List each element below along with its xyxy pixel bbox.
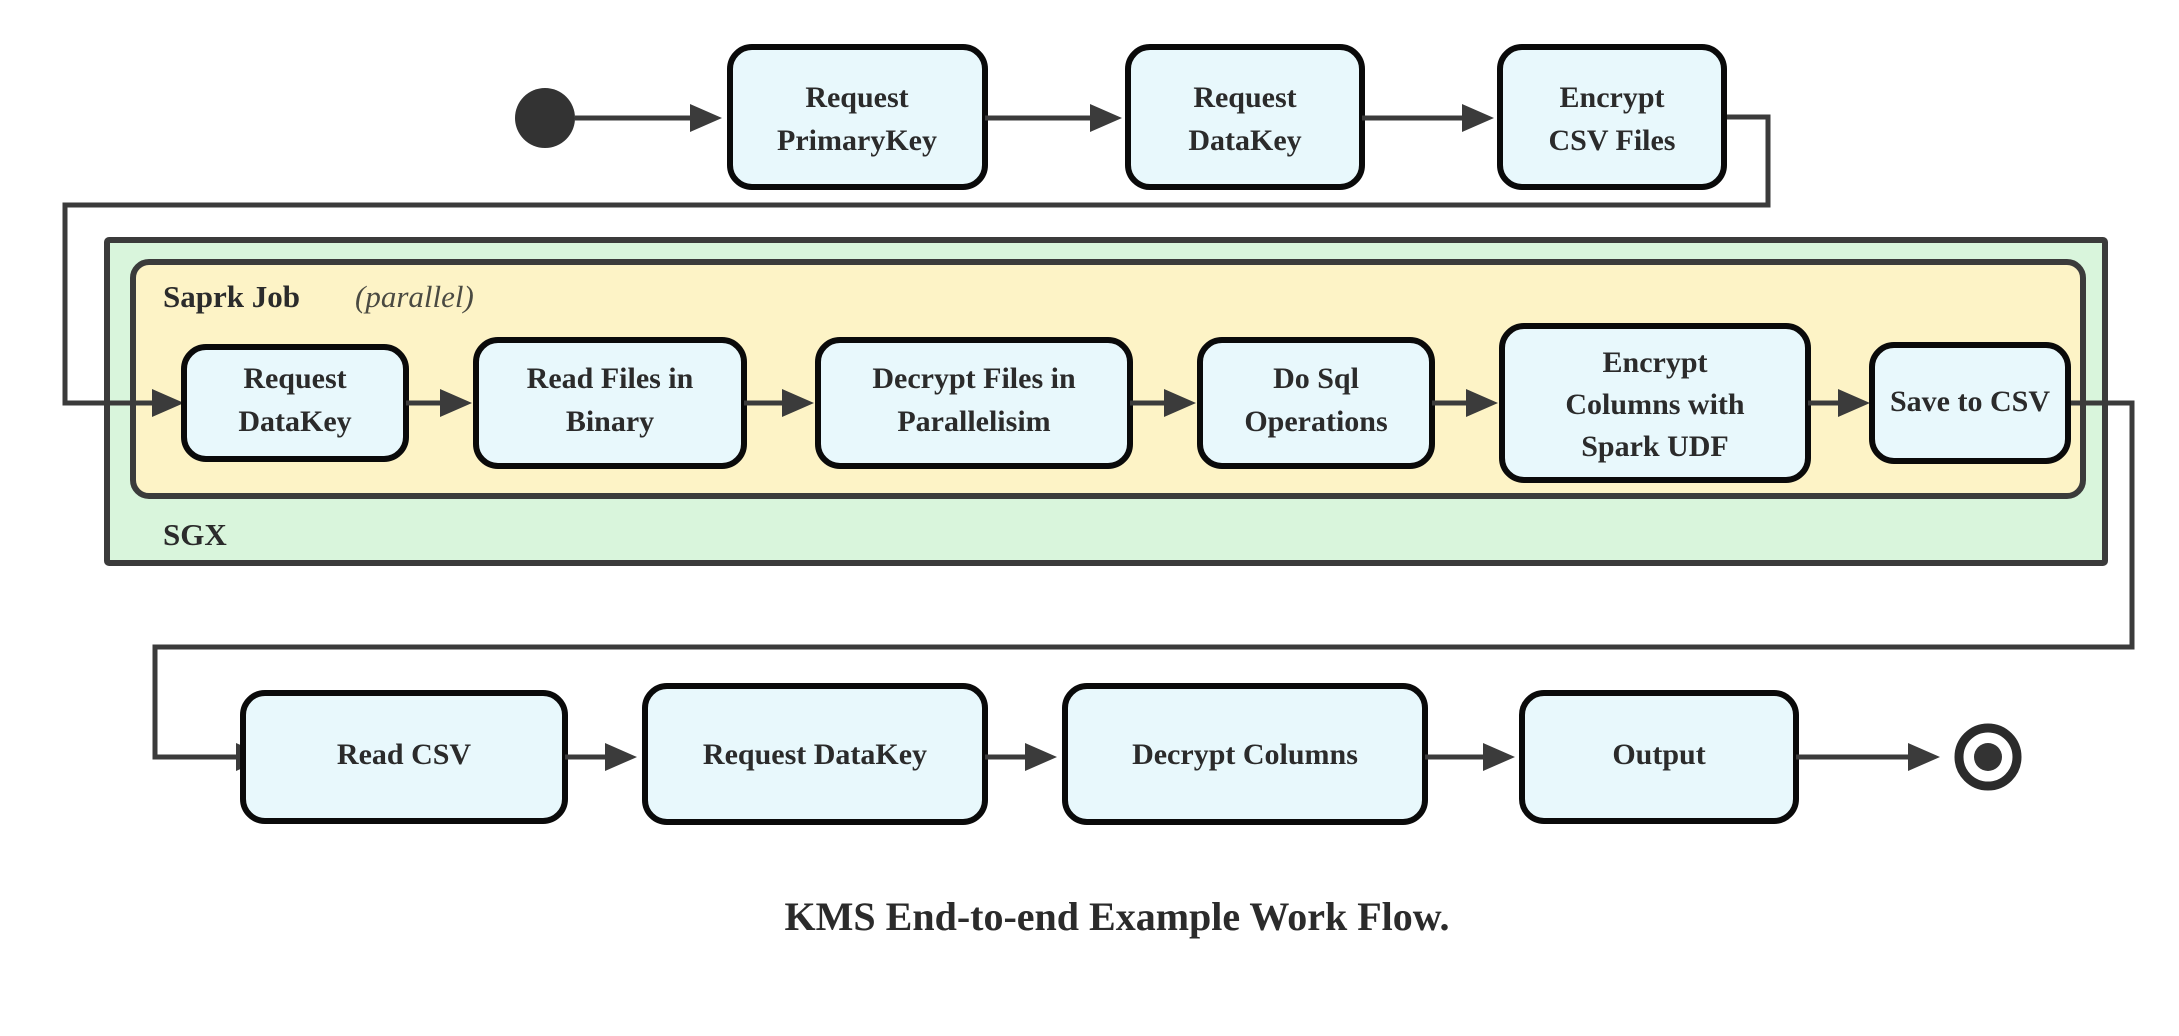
node-label-line: Operations [1244, 405, 1387, 438]
edge-encrypt-columns-to-save-csv [1808, 389, 1870, 417]
node-label-line: Request [243, 362, 346, 395]
node-label-line: PrimaryKey [777, 124, 937, 157]
node-label-line: Output [1612, 738, 1705, 771]
node-request-primarykey: Request PrimaryKey [727, 44, 988, 190]
edge-start-to-request-primarykey [575, 104, 722, 132]
node-label-line: Save to CSV [1890, 385, 2050, 418]
edge-read-files-to-decrypt-files [744, 389, 814, 417]
edge-decrypt-columns-to-output [1425, 743, 1515, 771]
node-request-datakey-spark: Request DataKey [181, 344, 409, 462]
node-do-sql-operations: Do Sql Operations [1197, 337, 1435, 469]
node-decrypt-files-in-parallelisim: Decrypt Files in Parallelisim [815, 337, 1133, 469]
edge-decrypt-files-to-do-sql [1130, 389, 1196, 417]
node-label-line: Encrypt [1603, 346, 1708, 379]
edge-request-datakey-to-decrypt-columns [985, 743, 1057, 771]
node-label-line: DataKey [238, 405, 351, 438]
node-output: Output [1519, 690, 1799, 824]
node-encrypt-columns-with-spark-udf: Encrypt Columns with Spark UDF [1499, 323, 1811, 483]
diagram-caption: KMS End-to-end Example Work Flow. [785, 894, 1450, 939]
node-label-line: Decrypt Files in [872, 362, 1076, 395]
node-label-line: Binary [566, 405, 654, 438]
spark-job-label: Saprk Job [163, 279, 300, 314]
edge-request-datakey-to-encrypt-csv [1362, 104, 1494, 132]
initial-node [515, 88, 575, 148]
node-label-line: Read CSV [337, 738, 472, 771]
node-label-line: Decrypt Columns [1132, 738, 1358, 771]
node-save-to-csv: Save to CSV [1869, 342, 2071, 464]
final-node [1954, 723, 2022, 791]
node-label-line: DataKey [1188, 124, 1301, 157]
edge-encrypt-csv-to-spark [62, 114, 1771, 417]
edge-output-to-final [1796, 743, 1940, 771]
node-label-line: Parallelisim [897, 405, 1050, 438]
node-label-line: Spark UDF [1581, 430, 1729, 463]
edge-request-datakey-to-read-files [406, 389, 472, 417]
node-label-line: Read Files in [527, 362, 694, 395]
spark-job-qualifier: (parallel) [355, 279, 474, 314]
edge-read-csv-to-request-datakey [565, 743, 637, 771]
node-label-line: Request DataKey [703, 738, 927, 771]
node-label-line: Request [1193, 81, 1296, 114]
node-request-datakey-bottom: Request DataKey [642, 683, 988, 825]
node-read-csv: Read CSV [240, 690, 568, 824]
node-label-line: Columns with [1565, 388, 1745, 421]
node-request-datakey-top: Request DataKey [1125, 44, 1365, 190]
edge-do-sql-to-encrypt-columns [1432, 389, 1498, 417]
edge-request-primarykey-to-request-datakey [985, 104, 1122, 132]
node-label-line: Request [805, 81, 908, 114]
node-decrypt-columns: Decrypt Columns [1062, 683, 1428, 825]
node-label-line: Do Sql [1273, 362, 1359, 395]
sgx-label: SGX [163, 517, 227, 552]
node-label-line: CSV Files [1549, 124, 1676, 157]
node-encrypt-csv-files: Encrypt CSV Files [1497, 44, 1727, 190]
node-read-files-in-binary: Read Files in Binary [473, 337, 747, 469]
node-label-line: Encrypt [1560, 81, 1665, 114]
